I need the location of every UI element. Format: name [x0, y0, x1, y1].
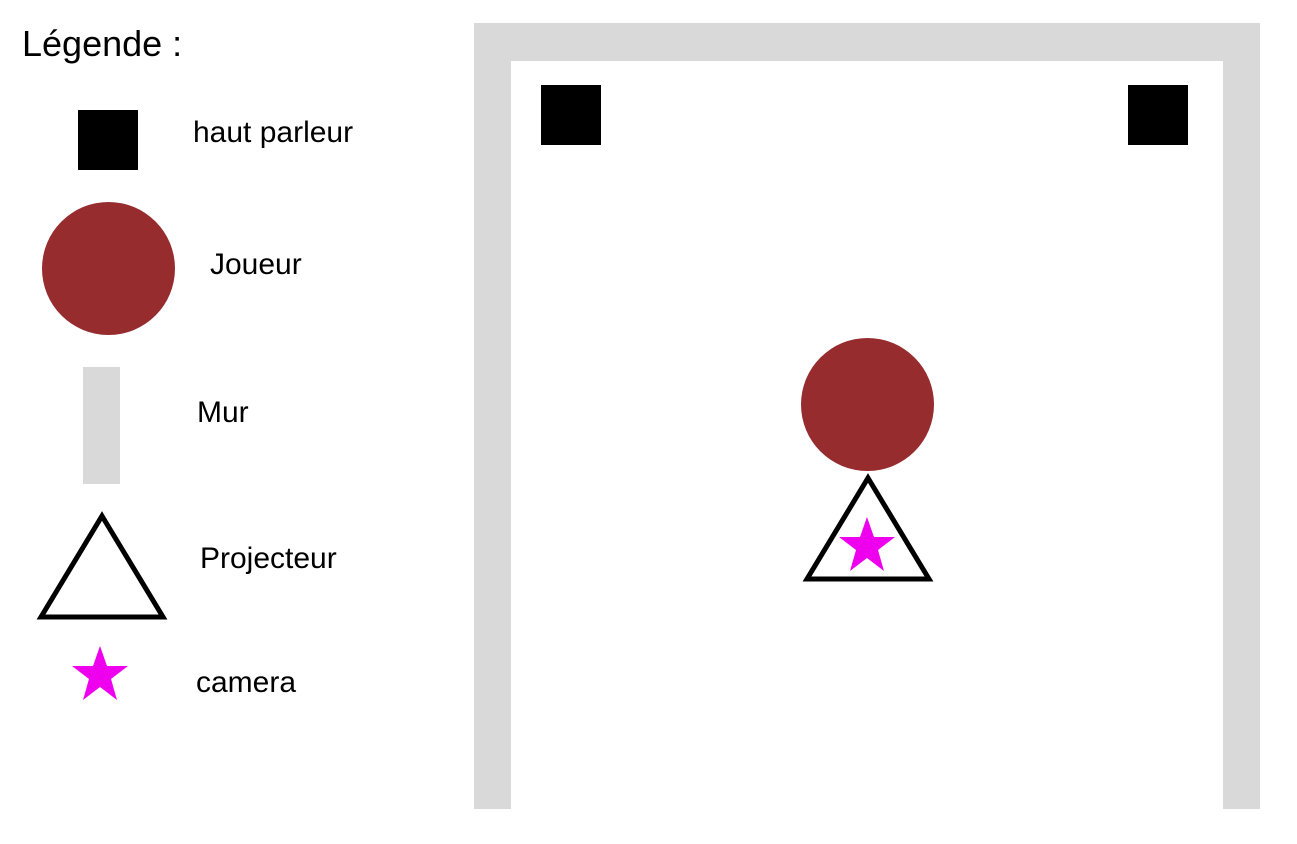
legend-title: Légende : — [22, 23, 183, 64]
wall-bar-icon — [83, 367, 120, 484]
legend-label-speaker: haut parleur — [193, 116, 354, 149]
room-wall-left — [474, 23, 511, 809]
player-circle-icon — [42, 202, 175, 335]
projector-triangle-icon — [36, 511, 168, 620]
room-camera — [839, 517, 895, 571]
room-wall-top — [474, 23, 1260, 61]
room-speaker-right — [1128, 85, 1188, 145]
legend-label-camera: camera — [196, 666, 297, 699]
room-wall-right — [1223, 23, 1260, 809]
camera-star-icon — [72, 646, 128, 700]
legend-label-projector: Projecteur — [200, 542, 337, 575]
room-speaker-left — [541, 85, 601, 145]
legend-label-wall: Mur — [197, 396, 249, 429]
room-player — [801, 338, 934, 471]
speaker-square-icon — [78, 110, 138, 170]
legend-label-player: Joueur — [210, 248, 302, 281]
